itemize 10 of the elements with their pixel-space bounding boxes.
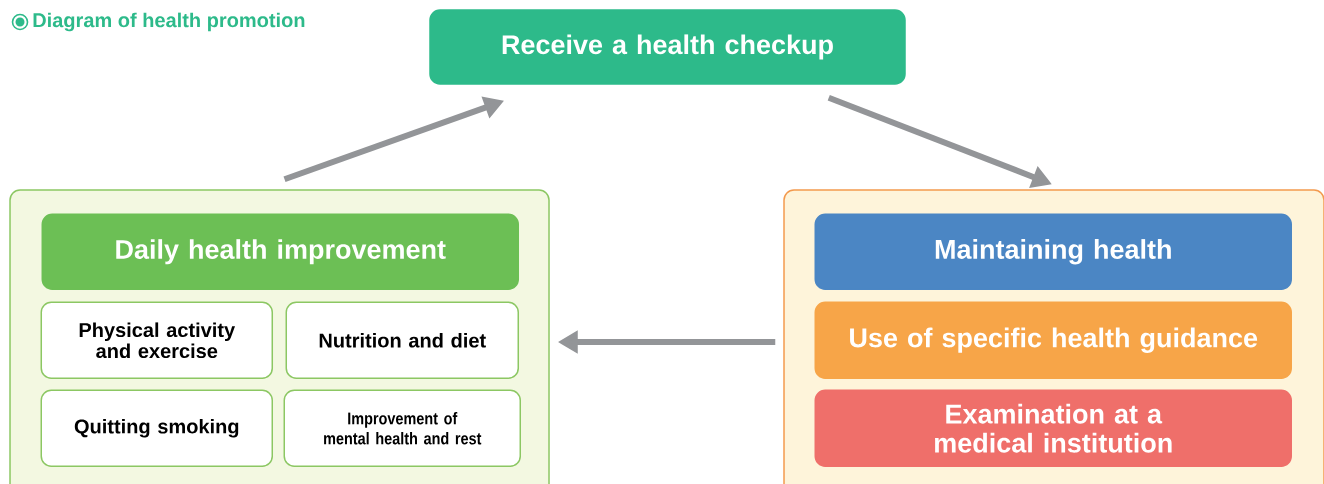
examination-box: Examination at a medical institution xyxy=(814,389,1292,467)
item-box: Improvement of mental health and rest xyxy=(283,389,521,467)
heading-box: Daily health improvement xyxy=(41,213,519,290)
guidance-box: Use of specific health guidance xyxy=(814,301,1292,379)
heading-box: Maintaining health xyxy=(814,213,1292,290)
item-box: Quitting smoking xyxy=(40,389,273,467)
process-box: Receive a health checkup xyxy=(429,9,906,85)
item-box: Physical activity and exercise xyxy=(40,301,273,379)
title: Diagram of health promotion xyxy=(33,12,305,32)
item-box: Nutrition and diet xyxy=(285,301,519,379)
